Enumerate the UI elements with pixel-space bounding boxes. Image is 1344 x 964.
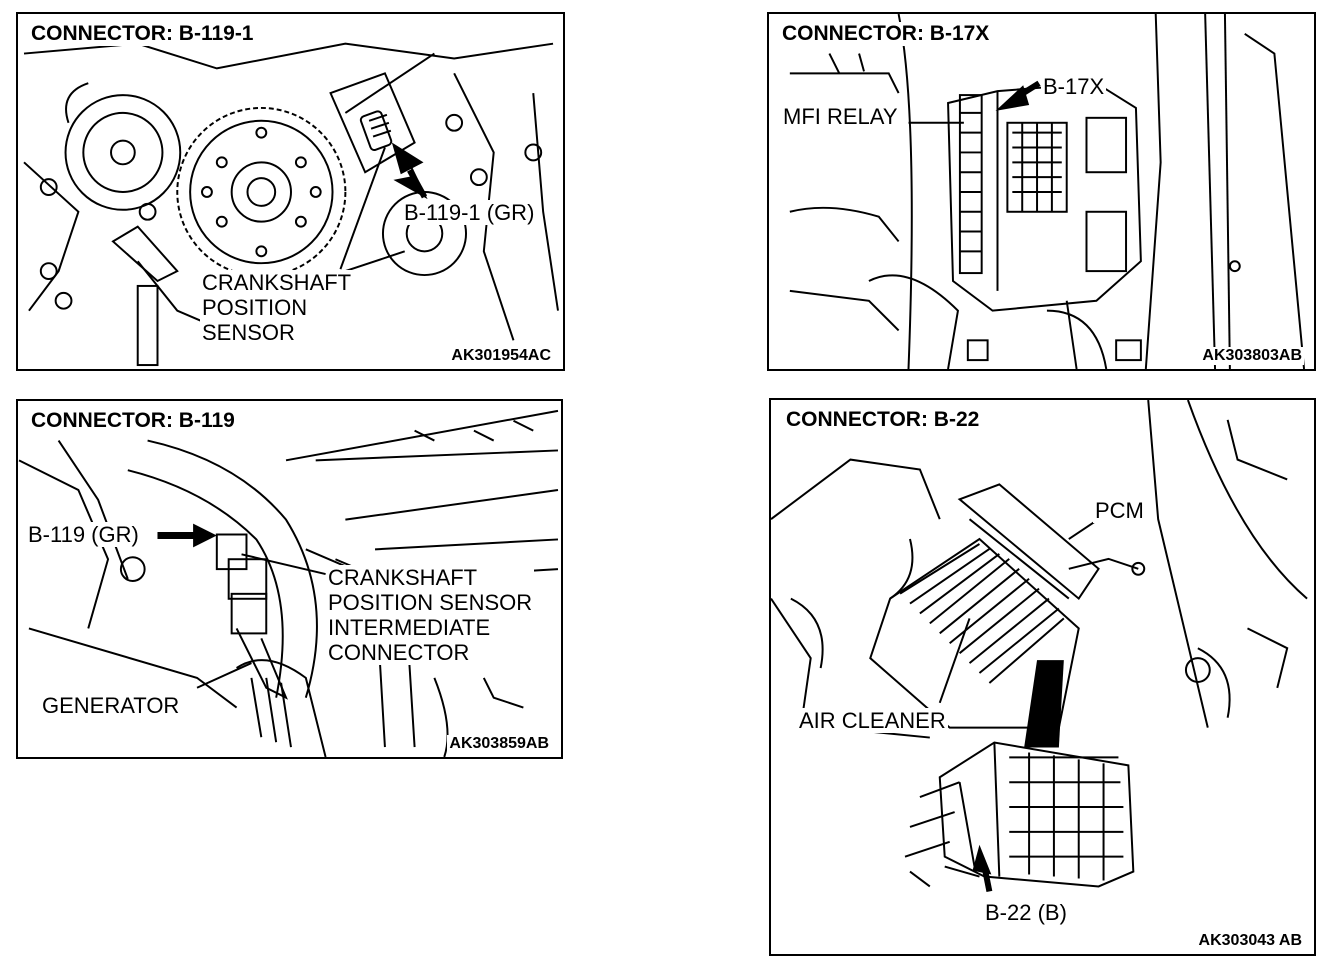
panel-title: CONNECTOR: B-119-1 [28,22,257,46]
crankshaft-sensor-drawing [23,42,559,367]
pcm-label: PCM [1093,498,1146,523]
sensor-label-line: POSITION [202,295,308,320]
figure-code: AK301954AC [449,347,553,365]
air-cleaner-label: AIR CLEANER [797,708,948,733]
figure-code: AK303859AB [447,735,551,753]
sensor-label-line: CRANKSHAFT [328,565,478,590]
panel-title: CONNECTOR: B-22 [783,408,983,432]
panel-b119-1: CONNECTOR: B-119-1 B-119-1 (GR) CRANKSHA… [16,12,565,371]
generator-label: GENERATOR [40,693,182,718]
sensor-label-line: POSITION SENSOR [328,590,533,615]
relay-box-drawing [789,14,1306,369]
sensor-label: CRANKSHAFT POSITION SENSOR [200,270,354,345]
sensor-label-line: SENSOR [202,320,295,345]
sensor-label-line: CONNECTOR [328,640,470,665]
connector-label: B-119 (GR) [26,522,141,547]
panel-b119: CONNECTOR: B-119 B-119 (GR) CRANKSHAFT P… [16,399,563,759]
panel-b17x: CONNECTOR: B-17X B-17X MFI RELAY AK30380… [767,12,1316,371]
figure-code: AK303043 AB [1196,932,1304,950]
pcm-air-cleaner-drawing [771,400,1308,893]
panel-title: CONNECTOR: B-17X [779,22,993,46]
panel-title: CONNECTOR: B-119 [28,409,238,433]
sensor-label: CRANKSHAFT POSITION SENSOR INTERMEDIATE … [326,565,535,665]
figure-code: AK303803AB [1200,347,1304,365]
sensor-label-line: CRANKSHAFT [202,270,352,295]
relay-label: MFI RELAY [781,104,900,129]
sensor-label-line: INTERMEDIATE [328,615,491,640]
connector-label: B-17X [1041,74,1107,99]
panel-b22: CONNECTOR: B-22 PCM AIR CLEANER B-22 (B)… [769,398,1316,956]
connector-label: B-119-1 (GR) [402,200,537,225]
connector-label: B-22 (B) [983,900,1069,925]
